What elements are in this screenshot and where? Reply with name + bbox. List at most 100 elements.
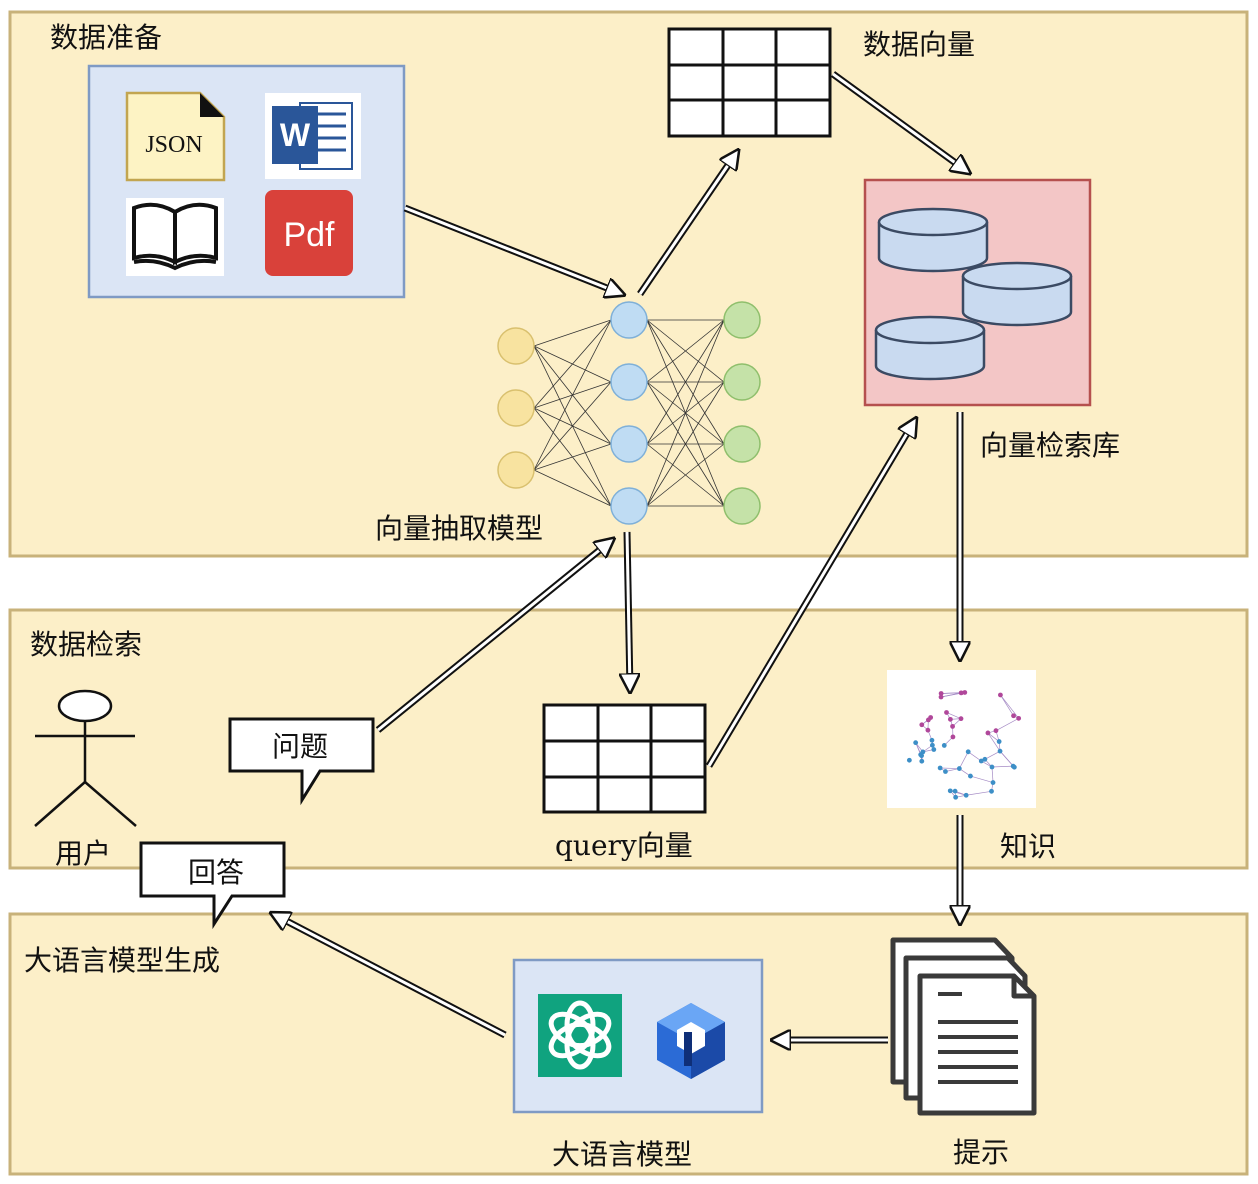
kg-node xyxy=(938,691,944,696)
section-title-generation: 大语言模型生成 xyxy=(24,944,220,977)
nn-node-hidden xyxy=(610,363,648,401)
kg-node xyxy=(952,788,958,794)
query-vector-table xyxy=(542,703,707,814)
json-label: JSON xyxy=(145,132,202,158)
kg-node xyxy=(943,769,948,774)
knowledge-graph-icon xyxy=(887,670,1036,808)
nn-edge xyxy=(533,319,612,471)
kg-edge xyxy=(1000,694,1014,716)
kg-node xyxy=(953,794,959,800)
word-doc-icon: W xyxy=(265,93,361,179)
kg-node xyxy=(906,757,912,763)
kg-edge xyxy=(991,765,1014,768)
kg-node xyxy=(950,723,955,729)
kg-node xyxy=(919,753,924,759)
kg-node xyxy=(931,747,937,752)
section-title-prep: 数据准备 xyxy=(50,21,162,54)
kg-node xyxy=(920,749,926,755)
kg-node xyxy=(919,758,925,764)
kg-node xyxy=(919,722,925,728)
kg-node xyxy=(947,788,953,794)
question-text: 问题 xyxy=(272,730,328,763)
nn-node-hidden xyxy=(610,301,648,339)
kg-node xyxy=(996,739,1002,744)
kg-node xyxy=(968,773,973,779)
kg-node xyxy=(928,715,934,720)
kg-edge xyxy=(984,750,1001,760)
nn-node-input xyxy=(497,389,535,427)
label-knowledge: 知识 xyxy=(1000,830,1056,863)
kg-node xyxy=(947,716,953,722)
kg-edge xyxy=(991,766,994,783)
kg-node xyxy=(1011,713,1016,719)
kg-edge xyxy=(946,712,962,719)
user-stick-figure-icon xyxy=(34,689,137,827)
kg-node xyxy=(962,690,968,695)
llm-cube-logo-icon xyxy=(657,1003,725,1079)
kg-node xyxy=(938,694,944,700)
kg-node xyxy=(925,727,931,733)
kg-node xyxy=(950,734,956,740)
nn-edge xyxy=(533,469,612,507)
kg-node xyxy=(978,758,984,764)
prompt-documents-icon xyxy=(890,937,1037,1116)
nn-node-hidden xyxy=(610,487,648,525)
nn-edge xyxy=(533,381,612,471)
kg-node xyxy=(1011,764,1017,770)
kg-edge xyxy=(959,751,969,769)
nn-edge xyxy=(533,319,612,347)
nn-edge xyxy=(646,319,725,383)
kg-edge xyxy=(995,718,1019,731)
kg-edge xyxy=(966,790,992,796)
pdf-icon: Pdf xyxy=(265,190,353,276)
answer-bubble: 回答 xyxy=(139,841,286,930)
kg-node xyxy=(929,737,935,743)
kg-node xyxy=(997,748,1003,754)
kg-node xyxy=(990,780,996,785)
kg-node xyxy=(956,766,962,771)
nn-node-output xyxy=(723,487,761,525)
kg-edge xyxy=(940,767,960,769)
kg-node xyxy=(965,749,971,755)
kg-edge xyxy=(941,692,962,694)
nn-node-input xyxy=(497,327,535,365)
question-bubble: 问题 xyxy=(228,717,375,806)
label-prompt: 提示 xyxy=(953,1136,1009,1169)
pdf-label: Pdf xyxy=(283,216,335,254)
nn-node-output xyxy=(723,363,761,401)
nn-edge xyxy=(646,381,725,507)
database-icon xyxy=(874,207,1073,381)
kg-edge xyxy=(970,775,994,783)
label-extract-model: 向量抽取模型 xyxy=(375,512,543,545)
label-vector-db: 向量检索库 xyxy=(980,429,1120,462)
label-data-vector: 数据向量 xyxy=(863,28,975,61)
kg-edge xyxy=(940,692,962,698)
nn-edge xyxy=(646,443,725,507)
label-query-vector: query向量 xyxy=(555,829,693,862)
nn-node-input xyxy=(497,451,535,489)
openai-logo-icon xyxy=(538,994,622,1077)
neural-network-icon xyxy=(497,301,761,525)
kg-node xyxy=(998,692,1003,698)
word-label: W xyxy=(280,117,311,153)
nn-node-hidden xyxy=(610,425,648,463)
nn-edge xyxy=(646,319,725,507)
kg-node xyxy=(993,728,999,734)
nn-edge xyxy=(533,443,612,471)
kg-edge xyxy=(987,732,1001,752)
nn-node-output xyxy=(723,301,761,339)
kg-node xyxy=(913,740,919,746)
kg-node xyxy=(929,742,935,748)
kg-node xyxy=(1016,715,1022,721)
nn-edge xyxy=(533,319,612,409)
nn-node-output xyxy=(723,425,761,463)
label-llm: 大语言模型 xyxy=(552,1138,692,1171)
answer-text: 回答 xyxy=(188,856,244,889)
kg-node xyxy=(989,788,994,794)
kg-edge xyxy=(968,751,982,762)
kg-node xyxy=(963,792,969,798)
kg-node xyxy=(937,765,943,771)
kg-node xyxy=(958,716,964,722)
kg-node xyxy=(989,764,995,770)
